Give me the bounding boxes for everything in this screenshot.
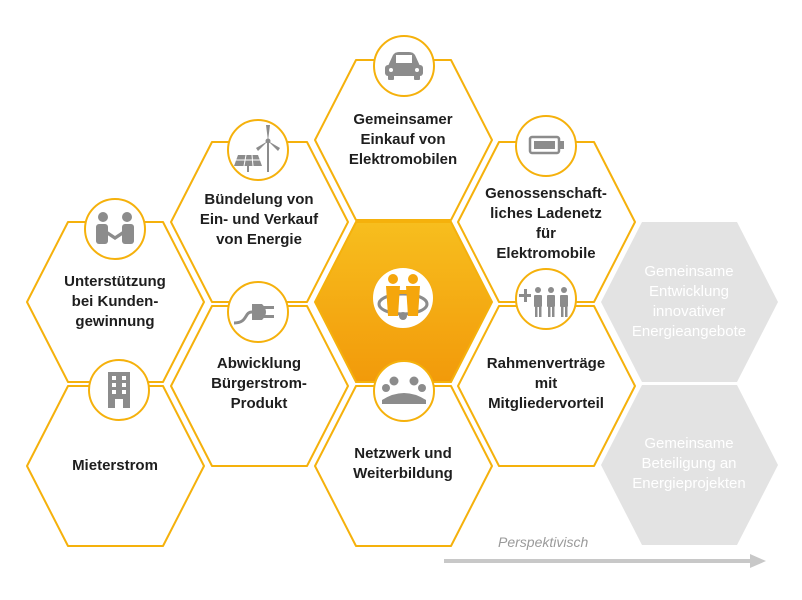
plus-people-icon: [519, 287, 568, 317]
hex-abwicklung-label: Abwicklung Bürgerstrom- Produkt: [211, 355, 307, 412]
icon-circle-netzwerk: [373, 360, 435, 422]
community-logo-icon: [373, 268, 433, 328]
hex-netzwerk-shape: [314, 385, 493, 547]
hex-beteiligung-label: Gemeinsame Beteiligung an Energieprojekt…: [632, 435, 746, 492]
hex-buendelung-shape: [170, 141, 349, 303]
group-meeting-icon: [382, 376, 426, 404]
car-icon: [385, 52, 423, 80]
hex-rahmen-label: Rahmenverträge mit Mitgliedervorteil: [486, 355, 606, 412]
icon-circle-kunden: [84, 198, 146, 260]
plug-icon: [233, 304, 274, 325]
hex-buendelung-label: Bündelung von Ein- und Verkauf von Energ…: [199, 191, 319, 248]
hex-beteiligung-shape: [601, 385, 778, 545]
handshake-icon: [96, 212, 134, 244]
hex-entwicklung-shape: [601, 222, 778, 382]
hex-abwicklung-shape: [170, 305, 349, 467]
perspective-arrow-label: Perspektivisch: [498, 534, 589, 550]
battery-icon: [528, 135, 564, 155]
building-icon: [108, 372, 130, 408]
hex-ladenetz-shape: [457, 141, 636, 303]
solar-wind-icon: [234, 125, 280, 172]
hex-entwicklung-label: Gemeinsame Entwicklung innovativer Energ…: [631, 263, 747, 340]
hex-rahmen-shape: [457, 305, 636, 467]
hex-kunden-label: Unterstützung bei Kunden- gewinnung: [64, 273, 166, 330]
hex-mieterstrom-shape: [26, 385, 205, 547]
perspective-arrow: [444, 554, 766, 568]
hex-einkauf-shape: [314, 59, 493, 221]
hex-kunden-shape: [26, 221, 205, 383]
hex-netzwerk-label: Netzwerk und Weiterbildung: [353, 445, 453, 482]
hex-mieterstrom-label: Mieterstrom: [72, 457, 158, 474]
hex-ladenetz-label: Genossenschaft- liches Ladenetz für Elek…: [485, 185, 607, 262]
hex-einkauf-label: Gemeinsamer Einkauf von Elektromobilen: [348, 111, 458, 168]
